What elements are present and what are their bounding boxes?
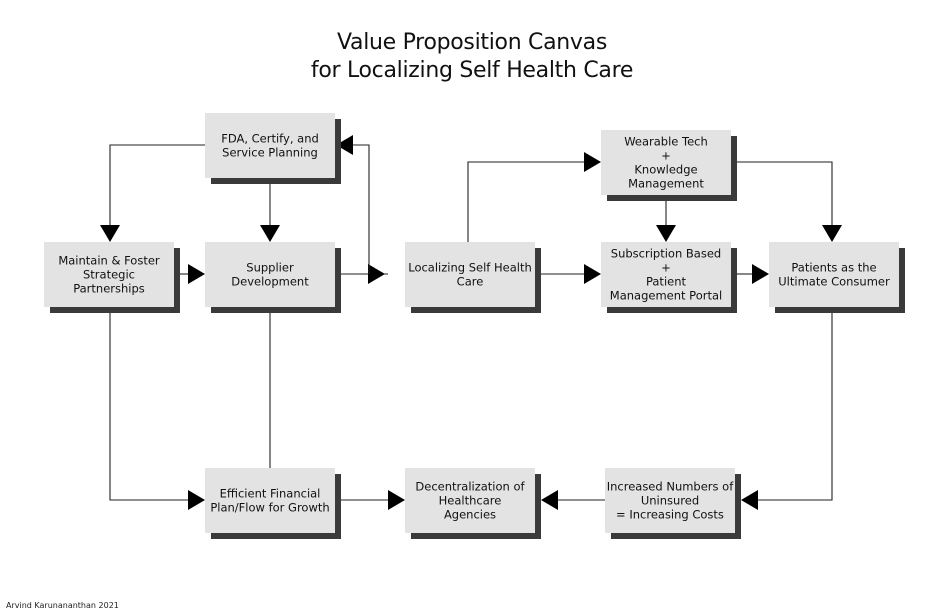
node-decentralization-label-line: Agencies: [444, 508, 496, 522]
arrowhead-fda-to-supplier: [260, 225, 280, 242]
node-fda-box: [205, 113, 335, 178]
node-financial-label-line: Efficient Financial: [220, 487, 321, 501]
node-maintain-label-line: Maintain & Foster: [58, 254, 160, 268]
node-uninsured-label-line: = Increasing Costs: [616, 508, 724, 522]
connector-wearable-to-patients: [737, 161, 833, 226]
connector-maintain-to-financial: [109, 313, 188, 501]
node-maintain-label-line: Partnerships: [73, 282, 145, 296]
arrowhead-wearable-to-patients: [822, 225, 842, 242]
node-patients-box: [769, 242, 899, 307]
node-decentralization-box: [405, 468, 535, 533]
arrowhead-fda-to-maintain: [100, 225, 120, 242]
node-uninsured-label-line: Increased Numbers of: [607, 480, 735, 494]
node-wearable-label-line: +: [661, 149, 671, 163]
arrowhead-localizing-to-wearable: [584, 152, 601, 172]
arrowhead-financial-to-decentralization: [388, 490, 405, 510]
arrowhead-localizing-to-subscription: [584, 264, 601, 284]
node-maintain-box: [44, 242, 174, 307]
node-localizing-label-line: Care: [457, 275, 484, 289]
node-maintain-label-line: Strategic: [83, 268, 135, 282]
node-wearable-label-line: Management: [628, 177, 704, 191]
arrowhead-supplier-to-localizing: [368, 264, 385, 284]
connectors: [100, 135, 842, 510]
node-subscription-box: [601, 242, 731, 307]
connector-patients-to-uninsured: [758, 313, 833, 501]
connector-fda-to-maintain: [109, 144, 205, 226]
node-uninsured-box: [605, 468, 735, 533]
arrowhead-loop-to-fda: [336, 135, 353, 155]
node-localizing-box: [405, 242, 535, 307]
node-supplier-label-line: Development: [231, 275, 309, 289]
node-subscription-label-line: Patient: [646, 275, 687, 289]
arrowhead-uninsured-to-decentralization: [541, 490, 558, 510]
node-wearable-box: [601, 130, 731, 195]
arrowhead-subscription-to-patients: [752, 264, 769, 284]
node-decentralization-label-line: Decentralization of: [415, 480, 525, 494]
node-patients-label-line: Patients as the: [791, 261, 876, 275]
node-localizing-label-line: Localizing Self Health: [408, 261, 532, 275]
node-supplier-label-line: Supplier: [246, 261, 294, 275]
arrowhead-patients-to-uninsured: [741, 490, 758, 510]
node-subscription-label-line: Subscription Based: [611, 247, 721, 261]
node-supplier-box: [205, 242, 335, 307]
node-subscription-label-line: +: [661, 261, 671, 275]
node-patients-label-line: Ultimate Consumer: [778, 275, 890, 289]
connector-localizing-to-wearable: [467, 161, 585, 242]
node-financial-box: [205, 468, 335, 533]
diagram-title-line-2: for Localizing Self Health Care: [311, 58, 633, 83]
arrowhead-maintain-to-financial: [188, 490, 205, 510]
node-wearable-label-line: Wearable Tech: [624, 135, 708, 149]
node-fda-label-line: Service Planning: [222, 146, 318, 160]
connector-loop-to-fda: [353, 144, 370, 274]
arrowhead-wearable-to-subscription: [656, 225, 676, 242]
author-credit: Arvind Karunananthan 2021: [6, 601, 119, 610]
node-decentralization-label-line: Healthcare: [439, 494, 502, 508]
diagram-title-line-1: Value Proposition Canvas: [337, 30, 607, 55]
node-subscription-label-line: Management Portal: [610, 289, 722, 303]
node-fda-label-line: FDA, Certify, and: [221, 132, 319, 146]
node-uninsured-label-line: Uninsured: [641, 494, 699, 508]
node-wearable-label-line: Knowledge: [634, 163, 697, 177]
node-financial-label-line: Plan/Flow for Growth: [210, 501, 329, 515]
arrowhead-maintain-to-supplier: [188, 264, 205, 284]
